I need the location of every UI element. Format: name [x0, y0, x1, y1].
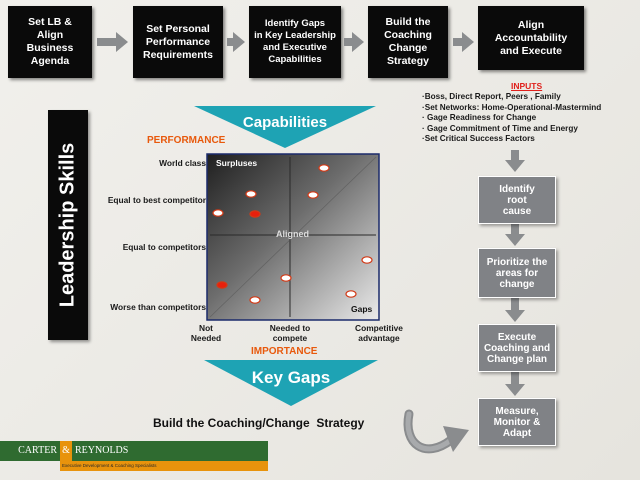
matrix-point [361, 256, 373, 264]
importance-label: IMPORTANCE [251, 346, 318, 357]
step-prioritize: Prioritize the areas for change [478, 248, 556, 298]
matrix-point [345, 290, 357, 298]
step-line: in Key Leadership [254, 30, 336, 41]
x-level-needed-to-compete: Needed to compete [258, 323, 322, 343]
x-level-competitive-advantage: Competitive advantage [346, 323, 412, 343]
matrix-aligned-label: Aligned [276, 229, 309, 239]
step-line: Align [517, 18, 545, 31]
step-line: Adapt [502, 427, 532, 439]
arrow-right-icon [227, 32, 245, 52]
x-level-line: advantage [358, 333, 400, 343]
inputs-title: INPUTS [511, 81, 543, 91]
step-measure-monitor: Measure, Monitor & Adapt [478, 398, 556, 446]
x-level-line: Not [199, 323, 213, 333]
inputs-item: · Gage Commitment of Time and Energy [422, 123, 578, 133]
inputs-item: ·Set Networks: Home-Operational-Mastermi… [422, 102, 602, 112]
step-execute-coaching: Execute Coaching and Change plan [478, 324, 556, 372]
step-line: Capabilities [268, 54, 322, 65]
arrow-right-icon [97, 32, 128, 52]
y-level-world-class: World class [159, 158, 206, 168]
inputs-item: · Gage Readiness for Change [422, 113, 537, 123]
step-identify-root-cause: Identify root cause [478, 176, 556, 224]
matrix-point [249, 210, 261, 218]
arrow-down-icon [505, 150, 525, 172]
key-gaps-label: Key Gaps [251, 368, 331, 387]
step-line: Accountability [494, 31, 568, 44]
step-line: Business [26, 42, 74, 54]
logo-part1: CARTER [0, 441, 60, 461]
step-line: Coaching and [483, 342, 551, 354]
step-line: Performance [145, 35, 211, 48]
step-line: Set LB & [28, 16, 72, 28]
step-line: and Execute [500, 44, 562, 57]
inputs-item: ·Boss, Direct Report, Peers , Family [422, 92, 561, 101]
matrix-point [318, 164, 330, 172]
curved-return-arrow-icon [403, 409, 469, 454]
step-line: Requirements [142, 48, 214, 61]
step-line: cause [502, 205, 532, 217]
step-line: Coaching [384, 29, 432, 41]
capabilities-label: Capabilities [242, 114, 328, 131]
step-line: Monitor & [493, 416, 541, 428]
logo-tagline: Executive Development & Coaching Special… [62, 463, 157, 468]
build-strategy-caption: Build the Coaching/Change Strategy [153, 416, 365, 430]
inputs-item: ·Set Critical Success Factors [422, 134, 535, 144]
company-logo: CARTER & REYNOLDS Executive Development … [0, 441, 268, 473]
matrix-point [307, 191, 319, 199]
arrow-down-icon [505, 222, 525, 246]
x-level-line: Needed [190, 333, 222, 343]
arrow-down-icon [505, 370, 525, 396]
inputs-list: ·Boss, Direct Report, Peers , Family ·Se… [422, 92, 601, 145]
leadership-skills-label: Leadership Skills [56, 142, 79, 308]
x-level-line: compete [272, 333, 308, 343]
arrow-down-icon [505, 296, 525, 322]
arrow-right-icon [453, 32, 474, 52]
key-gaps-funnel [204, 360, 378, 406]
step-set-performance: Set Personal Performance Requirements [133, 6, 223, 78]
step-line: Align [36, 29, 64, 41]
x-level-line: Needed to [269, 323, 311, 333]
step-set-lb-align: Set LB & Align Business Agenda [8, 6, 92, 78]
step-line: Measure, [495, 405, 539, 417]
step-line: change [499, 278, 535, 290]
step-line: Identify [499, 183, 535, 195]
leadership-skills-banner: Leadership Skills [48, 110, 88, 340]
matrix-point [245, 190, 257, 198]
step-identify-gaps: Identify Gaps in Key Leadership and Exec… [249, 6, 341, 78]
step-line: areas for [495, 267, 539, 279]
step-line: Strategy [386, 55, 429, 67]
arrow-right-icon [344, 32, 364, 52]
y-level-equal-best: Equal to best competitor [107, 195, 206, 205]
y-level-equal: Equal to competitors [122, 242, 206, 252]
x-level-not-needed: Not Needed [180, 323, 232, 343]
matrix-point [249, 296, 261, 304]
performance-label: PERFORMANCE [147, 135, 226, 146]
matrix-surpluses-label: Surpluses [216, 158, 258, 168]
logo-part2: REYNOLDS [72, 441, 268, 461]
step-line: root [507, 194, 527, 206]
matrix-point [212, 209, 224, 217]
step-line: Build the [385, 16, 431, 28]
y-level-worse: Worse than competitors [110, 302, 206, 312]
matrix-point [280, 274, 292, 282]
step-build-strategy: Build the Coaching Change Strategy [368, 6, 448, 78]
step-line: and Executive [263, 42, 327, 53]
logo-ampersand: & [60, 441, 72, 461]
matrix-point [216, 281, 228, 289]
x-level-line: Competitive [355, 323, 403, 333]
step-line: Change plan [486, 353, 547, 365]
step-line: Set Personal [146, 22, 210, 35]
capability-matrix [206, 153, 380, 321]
step-line: Identify Gaps [264, 18, 326, 29]
step-line: Change [388, 42, 428, 54]
step-line: Agenda [30, 55, 70, 67]
matrix-gaps-label: Gaps [351, 304, 373, 314]
capabilities-funnel [194, 106, 376, 148]
step-line: Prioritize the [486, 256, 548, 268]
step-align-accountability: Align Accountability and Execute [478, 6, 584, 70]
step-line: Execute [497, 331, 537, 343]
